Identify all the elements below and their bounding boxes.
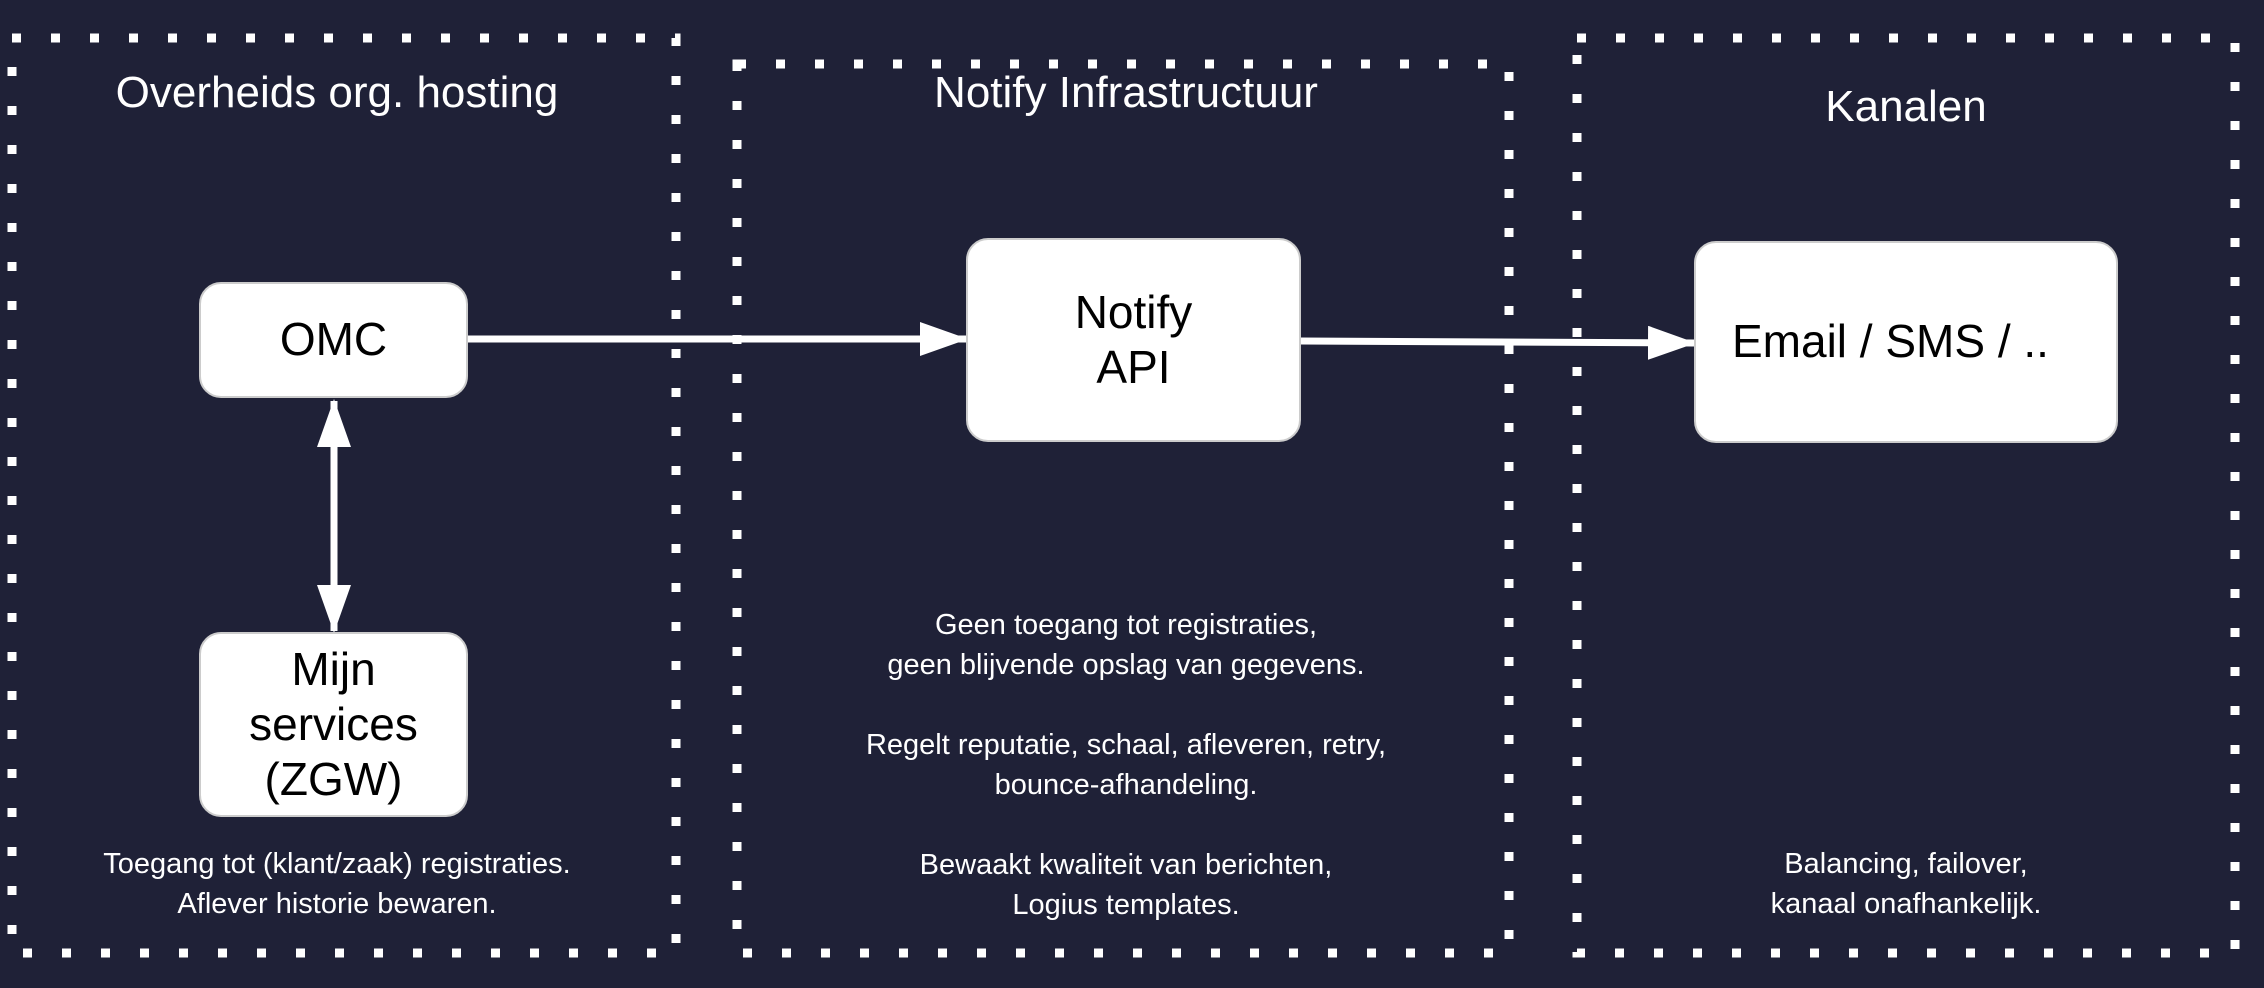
- arrow-notify-to-channels: [1300, 325, 1696, 360]
- zone-border-notify: [732, 59, 1514, 958]
- zone-title-notify: Notify Infrastructuur: [934, 68, 1318, 117]
- note-line: Regelt reputatie, schaal, afleveren, ret…: [865, 729, 1387, 761]
- note-line: Balancing, failover,: [1784, 848, 2028, 880]
- note-line: geen blijvende opslag van gegevens.: [887, 649, 1365, 681]
- node-label-line: Notify: [1074, 285, 1193, 338]
- node-channels: Email / SMS / ..: [1694, 241, 2118, 443]
- zone-border-hosting: [7, 33, 681, 958]
- node-omc-label: OMC: [279, 313, 388, 366]
- zone-border-channels: [1572, 33, 2240, 958]
- note-line: Geen toegang tot registraties,: [934, 609, 1318, 641]
- note-line: kanaal onafhankelijk.: [1770, 888, 2042, 920]
- note-hosting: Toegang tot (klant/zaak) registraties. A…: [103, 844, 570, 924]
- note-line: Toegang tot (klant/zaak) registraties.: [103, 848, 571, 880]
- node-label-line: API: [1096, 341, 1171, 393]
- zone-title-channels: Kanalen: [1825, 82, 1987, 131]
- note-line: bounce-afhandeling.: [994, 769, 1258, 801]
- note-line: Logius templates.: [1012, 889, 1240, 921]
- note-line: Aflever historie bewaren.: [177, 888, 497, 920]
- zone-title-hosting: Overheids org. hosting: [115, 68, 559, 117]
- node-label-line: (ZGW): [264, 753, 403, 806]
- node-notify-api: Notify API: [966, 238, 1301, 442]
- node-mijn-services: Mijn services (ZGW): [199, 632, 468, 817]
- node-label-line: services: [249, 697, 418, 750]
- note-notify: Geen toegang tot registraties, geen blij…: [866, 605, 1386, 925]
- note-line: Bewaakt kwaliteit van berichten,: [919, 849, 1333, 881]
- node-label-line: Mijn: [291, 642, 376, 695]
- node-channels-label: Email / SMS / ..: [1732, 315, 2049, 368]
- node-omc: OMC: [199, 282, 468, 398]
- note-channels: Balancing, failover, kanaal onafhankelij…: [1771, 844, 2042, 924]
